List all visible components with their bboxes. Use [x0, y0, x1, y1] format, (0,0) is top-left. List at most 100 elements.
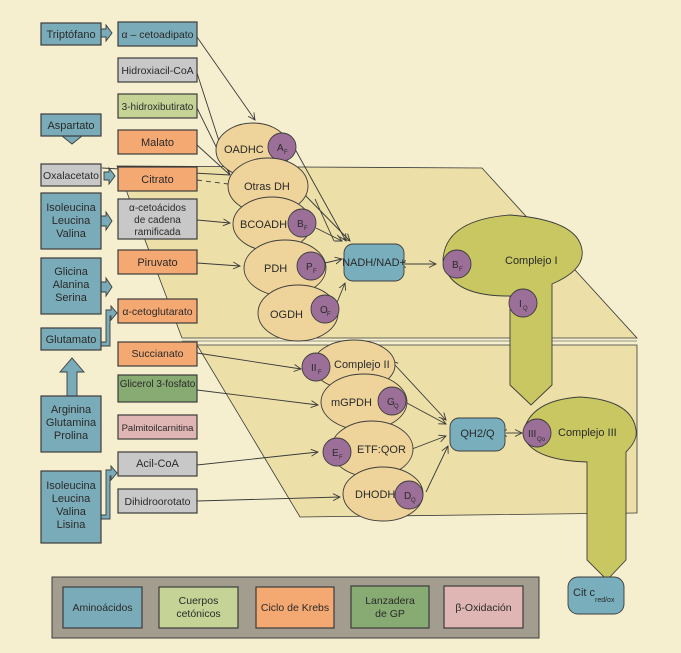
source-glutamato[interactable]: Glutamato [40, 327, 102, 351]
site-iif: II F [301, 352, 331, 382]
substrate-dihidroorotato[interactable]: Dihidroorotato [117, 488, 198, 514]
legend-label: Lanzadera [365, 595, 415, 607]
enzymes-lower: Complejo II II F mGPDH G Q ETF:QOR E F [301, 339, 424, 522]
site-letter: II [311, 363, 317, 374]
carrier-cit-c[interactable]: Cit c red/ox [567, 576, 625, 615]
arrow-lisina [100, 464, 118, 520]
substrate-malato[interactable]: Malato [117, 129, 198, 155]
source-gly-ala-ser[interactable]: Glicina Alanina Serina [40, 257, 102, 315]
enzyme-label: PDH [264, 263, 287, 275]
site-subscript: Qo [537, 437, 546, 443]
enzyme-label: OADHC [224, 144, 264, 156]
legend: Aminoácidos Cuerpos cetónicos Ciclo de K… [51, 576, 540, 639]
enzyme-label: OGDH [270, 309, 303, 321]
site-letter: E [332, 448, 339, 459]
substrate-label: Malato [141, 137, 174, 149]
block-arrows [59, 23, 118, 520]
substrate-boxes: α – cetoadipato Hidroxiacil-CoA 3-hidrox… [117, 21, 198, 514]
site-subscript: Q [394, 404, 399, 410]
carrier-label: Cit c [573, 587, 596, 599]
site-subscript: F [304, 226, 308, 232]
complex-label: Complejo III [558, 427, 617, 439]
source-line: Valina [56, 228, 87, 240]
source-oxalacetato[interactable]: Oxalacetato [40, 163, 102, 187]
source-label: Glutamato [46, 334, 97, 346]
source-line: Alanina [53, 279, 91, 291]
complex-label: Complejo I [505, 255, 558, 267]
substrate-succianato[interactable]: Succianato [117, 341, 198, 367]
carrier-label: NADH/NAD+ [342, 257, 406, 269]
source-line: Serina [55, 292, 88, 304]
source-line: Glutamina [46, 417, 97, 429]
source-arg-gln-pro[interactable]: Arginina Glutamina Prolina [40, 395, 102, 453]
source-line: Arginina [51, 404, 92, 416]
substrate-citrato[interactable]: Citrato [117, 166, 198, 192]
substrate-hidroxibutirato[interactable]: 3-hidroxibutirato [117, 93, 198, 119]
carrier-qh2-q[interactable]: QH2/Q [449, 417, 506, 452]
legend-label: Aminoácidos [72, 602, 132, 614]
site-subscript: F [339, 455, 343, 461]
legend-label: cetónicos [176, 608, 220, 620]
enzyme-label: BCOADH [240, 219, 287, 231]
arrow-oxalacetato [103, 166, 116, 186]
source-ile-leu-val-lys[interactable]: Isoleucina Leucina Valina Lisina [40, 470, 102, 544]
substrate-piruvato[interactable]: Piruvato [117, 249, 198, 275]
arrow-gly-ala-ser [100, 276, 113, 298]
substrate-acil-coa[interactable]: Acil-CoA [117, 451, 198, 477]
source-line: Isoleucina [46, 202, 96, 214]
substrate-label: Palmitoilcarnitina [122, 423, 195, 434]
legend-item-lanzadera-gp[interactable]: Lanzadera de GP [350, 585, 430, 629]
substrate-glicerol[interactable]: Glicerol 3-fosfato [117, 374, 198, 403]
enzyme-label: Otras DH [244, 181, 290, 193]
site-letter: I [519, 299, 522, 310]
site-letter: G [387, 397, 395, 408]
carrier-nadh[interactable]: NADH/NAD+ [342, 243, 406, 282]
substrate-label: Dihidroorotato [125, 496, 191, 508]
legend-item-aminoacidos[interactable]: Aminoácidos [62, 586, 143, 629]
enzyme-dhodh[interactable]: DHODH D Q [342, 466, 424, 522]
complejo-i[interactable]: Complejo I B F I Q [442, 214, 583, 406]
substrate-line: ramificada [134, 227, 181, 238]
carrier-label: QH2/Q [460, 428, 495, 440]
site-af: A F [267, 132, 297, 162]
enzymes-upper: OADHC A F Otras DH BCOADH B F PDH [215, 122, 340, 342]
source-line: Lisina [57, 519, 87, 531]
connectors-lower [196, 352, 522, 502]
substrate-a-cetoadipato[interactable]: α – cetoadipato [117, 21, 198, 47]
legend-item-ciclo-krebs[interactable]: Ciclo de Krebs [255, 586, 335, 629]
enzyme-pdh[interactable]: PDH P F [243, 239, 327, 297]
site-subscript: F [459, 267, 463, 273]
arrow-triptofano [100, 23, 113, 43]
site-letter: B [452, 260, 459, 271]
legend-label: de GP [375, 608, 405, 620]
site-letter: O [320, 305, 328, 316]
source-line: Prolina [54, 430, 89, 442]
site-ef: E F [322, 437, 352, 467]
complejo-iii[interactable]: Complejo III III Qo [522, 396, 637, 581]
site-letter: B [297, 219, 304, 230]
enzyme-mgpdh[interactable]: mGPDH G Q [320, 373, 408, 431]
enzyme-etf-qor[interactable]: ETF:QOR E F [322, 420, 414, 478]
source-aspartato[interactable]: Aspartato [40, 113, 102, 137]
legend-item-beta-oxidacion[interactable]: β-Oxidación [443, 585, 524, 629]
site-bf: B F [287, 208, 317, 238]
substrate-a-cetoglutarato[interactable]: α-cetoglutarato [117, 298, 198, 324]
substrate-label: Citrato [141, 174, 173, 186]
legend-label: β-Oxidación [455, 602, 511, 614]
site-subscript: F [327, 312, 331, 318]
site-letter: III [528, 429, 536, 440]
enzyme-ogdh[interactable]: OGDH O F [257, 284, 340, 342]
substrate-hidroxiacil-coa[interactable]: Hidroxiacil-CoA [117, 57, 198, 83]
substrate-cetoacidos[interactable]: α-cetoácidos de cadena ramificada [117, 198, 198, 240]
substrate-palmitoilcarnitina[interactable]: Palmitoilcarnitina [117, 414, 198, 440]
source-label: Oxalacetato [43, 170, 99, 182]
legend-item-cuerpos-cetonicos[interactable]: Cuerpos cetónicos [158, 586, 239, 629]
legend-label: Cuerpos [179, 595, 219, 607]
source-triptofano[interactable]: Triptófano [40, 22, 102, 46]
source-ile-leu-val[interactable]: Isoleucina Leucina Valina [40, 192, 102, 250]
site-dq: D Q [394, 480, 424, 510]
substrate-line: de cadena [134, 215, 181, 226]
substrate-label: Glicerol 3-fosfato [120, 379, 196, 390]
enzyme-label: Complejo II [334, 359, 390, 371]
